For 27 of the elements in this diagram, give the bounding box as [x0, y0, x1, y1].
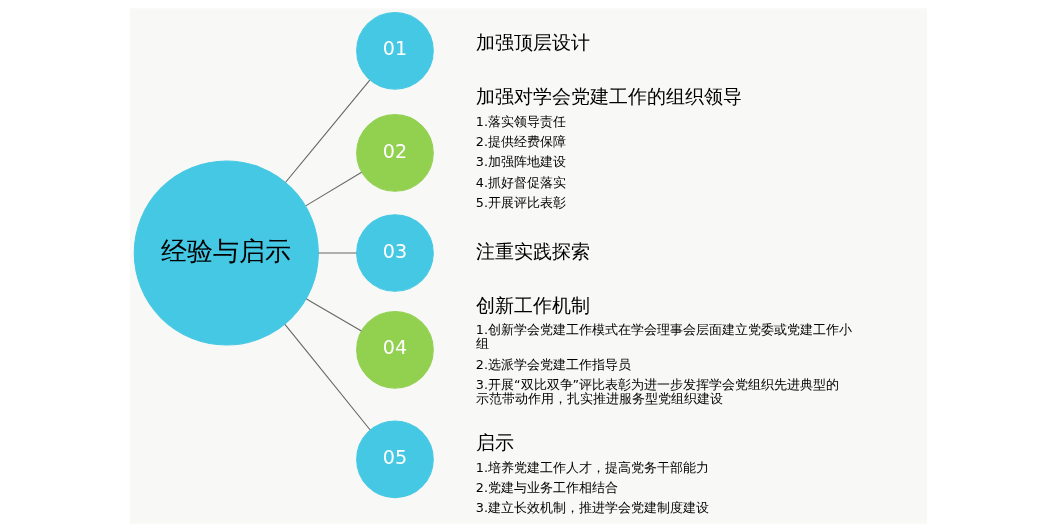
- node-label: 加强对学会党建工作的组织领导: [475, 85, 742, 109]
- node-label: 1.落实领导责任: [475, 113, 566, 129]
- connector: [305, 298, 362, 332]
- node-label: 加强顶层设计: [475, 31, 590, 55]
- node-label: 4.抓好督促落实: [475, 174, 566, 190]
- node-label: 5.开展评比表彰: [475, 194, 566, 210]
- node-label: 2.选派学会党建工作指导员: [475, 356, 631, 372]
- node-circle: 04: [355, 310, 434, 389]
- connector: [304, 171, 362, 207]
- node-label: 3.建立长效机制，推进学会党建制度建设: [475, 500, 709, 516]
- connector: [317, 252, 357, 254]
- node-label: 注重实践探索: [475, 239, 590, 263]
- node-label: 1.创新学会党建工作模式在学会理事会层面建立党委或党建工作小组: [475, 322, 852, 352]
- node-label: 1.培养党建工作人才，提高党务干部能力: [475, 459, 709, 475]
- node-circle: 经验与启示: [133, 160, 319, 346]
- node-label: 3.开展“双比双争”评比表彰为进一步发挥学会党组织先进典型的示范带动作用，扎实推进服务型党组织建设: [475, 376, 839, 406]
- node-circle: 05: [355, 420, 434, 499]
- node-circle: 02: [355, 114, 434, 192]
- node-label: 2.党建与业务工作相结合: [475, 479, 618, 495]
- node-label: 3.加强阵地建设: [475, 154, 566, 170]
- node-circle: 01: [355, 11, 434, 90]
- node-label: 启示: [475, 431, 514, 455]
- connector: [283, 323, 371, 431]
- node-label: 2.提供经费保障: [475, 134, 566, 150]
- node-circle: 03: [355, 214, 434, 292]
- node-label: 创新工作机制: [475, 293, 590, 317]
- connector: [284, 79, 370, 183]
